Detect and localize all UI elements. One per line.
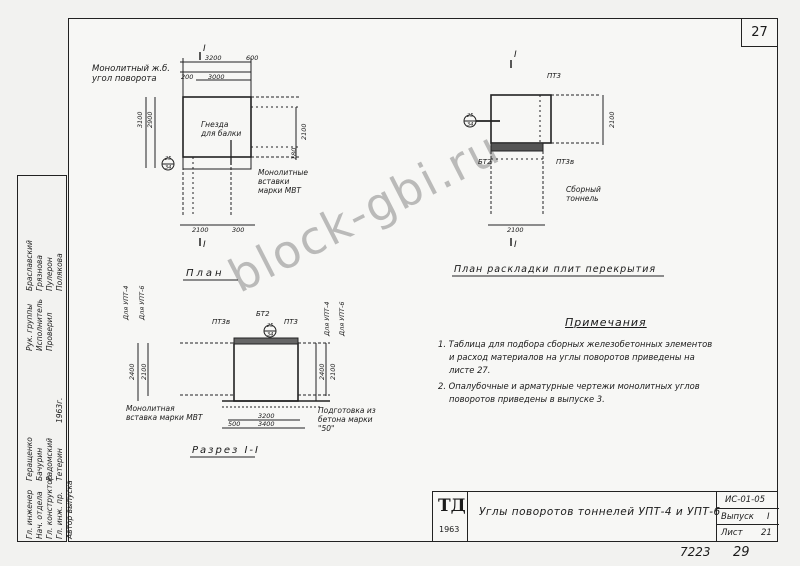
- dim-2100-layout: 2100: [507, 226, 524, 234]
- layout-drawing: [463, 60, 604, 246]
- base-prep-label: Подготовка из бетона марки "50": [318, 406, 376, 433]
- dim-2100-layout-right: 2100: [608, 111, 616, 128]
- issue-value: I: [767, 511, 770, 522]
- monolith-corner-label: Монолитный ж.б. угол поворота: [92, 64, 170, 84]
- callout-layout-bot: 34: [467, 122, 474, 128]
- logo-text: ТД: [438, 496, 466, 516]
- monolith-insert-section-label: Монолитная вставка марки МВТ: [126, 404, 203, 422]
- signature-table: Гл. инженер Геращенко Рук. группы Брасла…: [25, 175, 74, 541]
- mark-bt2-layout: БТ2: [478, 158, 492, 166]
- note-1a: 1. Таблица для подбора сборных железобет…: [438, 339, 713, 349]
- sig-name: Тетерин: [55, 448, 64, 481]
- note-1b: и расход материалов на углы поворотов пр…: [449, 352, 695, 362]
- dim-2100-section-right: 2100: [329, 363, 337, 380]
- sig-upper-role: Проверил: [45, 312, 54, 351]
- dim-3200-plan: 3200: [205, 54, 222, 62]
- dim-300-plan: 300: [232, 226, 245, 234]
- layout-title: План раскладки плит перекрытия: [454, 264, 657, 275]
- sheet-number: 27: [741, 19, 777, 47]
- upt6-right: Для УПТ-6: [338, 301, 346, 336]
- dim-3100-plan: 3100: [136, 111, 144, 128]
- sig-role: Гл. инженер: [25, 489, 34, 539]
- code-cell: ИС-01-05: [717, 492, 779, 509]
- sheet-cell: Лист 21: [717, 525, 779, 542]
- mark-pt3-section: ПТ3: [284, 318, 298, 326]
- dim-2100-plan-right: 2100: [300, 123, 308, 140]
- sig-role: Автор выпуска: [65, 480, 74, 539]
- code-value: ИС-01-05: [725, 495, 766, 505]
- note-1c: листе 27.: [449, 365, 491, 375]
- callout-plan-bot: 34: [165, 165, 172, 171]
- title-block-right: ИС-01-05 Выпуск I Лист 21: [716, 492, 779, 542]
- dim-3000-plan: 3000: [208, 73, 225, 81]
- sheet-value: 21: [761, 528, 772, 538]
- section-mark-layout-bottom: I: [514, 240, 517, 250]
- drawing-title: Углы поворотов тоннелей УПТ-4 и УПТ-6: [479, 506, 721, 518]
- dim-180-plan: 180: [290, 147, 298, 160]
- callout-plan-top: 25: [165, 156, 172, 162]
- dim-3200-section: 3200: [258, 412, 275, 420]
- prefab-tunnel-label: Сборный тоннель: [566, 185, 601, 203]
- sig-upper-name: Грязнова: [35, 255, 44, 291]
- sig-upper-role: Исполнитель: [35, 299, 44, 351]
- note-2a: 2. Опалубочные и арматурные чертежи моно…: [438, 381, 700, 391]
- monolith-inserts-plan-label: Монолитные вставки марки МВТ: [258, 168, 309, 195]
- dim-2100-plan: 2100: [192, 226, 209, 234]
- sig-date: 1963г.: [55, 397, 64, 423]
- sig-name: Бачурин: [35, 447, 44, 481]
- issue-label: Выпуск: [721, 511, 754, 522]
- logo-year: 1963: [439, 525, 460, 534]
- sig-role: Нач. отдела: [35, 491, 44, 539]
- dim-2900-plan: 2900: [146, 111, 154, 128]
- sig-name: Геращенко: [25, 437, 34, 481]
- section-title: Разрез I-I: [192, 445, 260, 456]
- bottom-left-number: 7223: [680, 545, 711, 559]
- sig-role: Гл. конструктор: [45, 475, 54, 539]
- mark-pt3-layout: ПТ3: [547, 72, 561, 80]
- mark-bt2-section: БТ2: [256, 310, 270, 318]
- upt6-left: Для УПТ-6: [138, 285, 146, 320]
- section-mark-plan: I: [203, 44, 206, 54]
- dim-200-plan: 200: [181, 73, 194, 81]
- dim-2400-section-left: 2400: [128, 363, 136, 380]
- upt4-left: Для УПТ-4: [122, 285, 130, 320]
- bottom-right-number: 29: [733, 545, 750, 560]
- note-2b: поворотов приведены в выпуске 3.: [449, 394, 605, 404]
- dim-500-section: 500: [228, 420, 241, 428]
- sig-upper-role: Рук. группы: [25, 303, 34, 351]
- callout-layout-top: 25: [467, 113, 474, 119]
- sig-upper-name: Полякова: [55, 253, 64, 291]
- sig-upper-name: Пулерон: [45, 257, 54, 291]
- callout-section-bot: 34: [267, 332, 274, 338]
- dim-600-plan: 600: [246, 54, 259, 62]
- upt4-right: Для УПТ-4: [323, 301, 331, 336]
- sig-name: Радомский: [45, 438, 54, 481]
- sig-role: Гл. инж. пр.: [55, 491, 64, 539]
- td-logo: ТД 1963: [433, 492, 468, 542]
- section-mark-layout-top: I: [514, 50, 517, 60]
- signature-strip: [17, 175, 67, 542]
- issue-cell: Выпуск I: [717, 509, 779, 525]
- sockets-label: Гнезда для балки: [201, 120, 242, 138]
- section-mark-plan-bottom: I: [203, 240, 206, 250]
- sig-row-5: Автор выпуска: [65, 175, 77, 541]
- mark-pt3v-layout: ПТ3в: [556, 158, 575, 166]
- sig-upper-name: Браславский: [25, 240, 34, 291]
- dim-2100-section-left: 2100: [140, 363, 148, 380]
- section-drawing: [137, 324, 330, 429]
- plan-title: План: [186, 268, 225, 279]
- mark-pt3v-section: ПТ3в: [212, 318, 231, 326]
- dim-2400-section-right: 2400: [318, 363, 326, 380]
- notes-title: Примечания: [565, 316, 647, 329]
- plan-drawing: [145, 52, 300, 246]
- title-block: ТД 1963 Углы поворотов тоннелей УПТ-4 и …: [432, 491, 779, 542]
- sheet-label: Лист: [721, 528, 743, 538]
- callout-section-top: 25: [267, 323, 274, 329]
- dim-3400-section: 3400: [258, 420, 275, 428]
